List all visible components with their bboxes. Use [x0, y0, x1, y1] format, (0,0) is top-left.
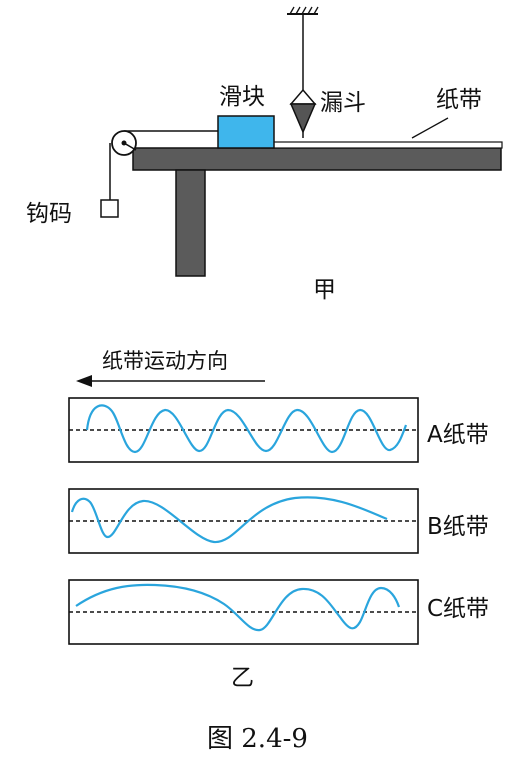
strip-b: B纸带: [68, 488, 489, 554]
funnel-label: 漏斗: [320, 90, 366, 116]
slider-block: [217, 115, 275, 149]
left-arrow-icon: [76, 375, 265, 387]
strip-b-label: B纸带: [427, 514, 489, 540]
hook-weight-label: 钩码: [26, 201, 72, 227]
strip-c-label: C纸带: [427, 596, 489, 622]
tape-pointer-line: [411, 117, 449, 139]
strip-a-trace: [85, 404, 408, 454]
ceiling-support: [287, 6, 319, 15]
tape-label: 纸带: [436, 87, 482, 113]
table-leg: [175, 169, 206, 277]
table-top: [132, 147, 502, 171]
pulley-icon: [111, 130, 137, 156]
strip-b-trace: [70, 496, 388, 544]
paper-tape: [261, 141, 503, 149]
strip-c: C纸带: [68, 579, 489, 645]
strip-a-label: A纸带: [427, 422, 489, 448]
funnel-icon: [289, 88, 317, 138]
hook-weight-icon: [100, 199, 119, 218]
strip-a: A纸带: [68, 397, 489, 463]
subfigure-b-caption: 乙: [231, 665, 254, 691]
subfigure-a-caption: 甲: [313, 277, 336, 303]
paper-strips-diagram: 纸带运动方向 A纸带 B纸带 C纸带 乙: [68, 349, 489, 691]
figure-caption: 图 2.4-9: [207, 724, 308, 754]
apparatus-diagram: 滑块 漏斗 纸带 钩码 甲: [26, 6, 503, 303]
strip-c-trace: [75, 583, 401, 632]
slider-label: 滑块: [219, 84, 265, 110]
direction-label: 纸带运动方向: [102, 349, 228, 373]
